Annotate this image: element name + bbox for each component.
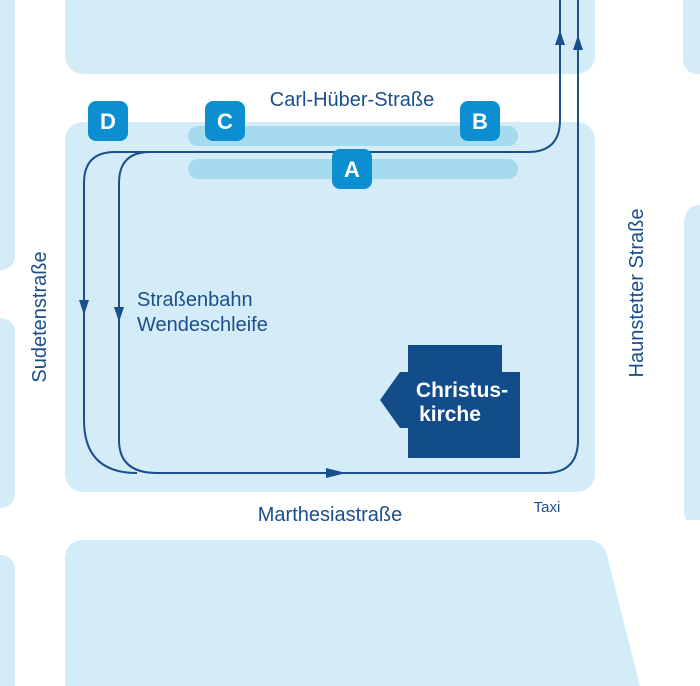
block-top-right [683,0,700,74]
stop-a-label: A [344,157,360,182]
block-left-lower [0,318,15,508]
stop-d-label: D [100,109,116,134]
stop-badge [332,149,372,189]
route-outbound-line [118,0,579,474]
stop-badge [460,101,500,141]
block-left-bottom [0,555,15,686]
church-label-line2: kirche [419,403,481,426]
tram-loop-label-line2: Wendeschleife [137,314,268,336]
tram-loop-label-line1: Straßenbahn [137,289,253,311]
street-label-haunstetter: Haunstetter Straße [626,209,648,378]
stop-b-label: B [472,109,488,134]
street-label-carl-hueber: Carl-Hüber-Straße [270,89,434,111]
arrow-right-icon [326,468,346,478]
stop-badge [88,101,128,141]
stop-badge [205,101,245,141]
block-left-upper [0,0,15,270]
arrow-down-icon [79,300,89,315]
church-label-line1: Christus- [416,379,508,402]
street-label-marthesia: Marthesiastraße [258,504,403,526]
stop-c-label: C [217,109,233,134]
arrow-down-icon [114,307,124,322]
block-right [684,205,700,520]
block-top [65,0,595,74]
arrow-up-icon [573,35,583,50]
church-building [380,345,520,458]
arrow-up-icon [555,30,565,45]
stop-c[interactable]: C [205,101,245,141]
stop-b[interactable]: B [460,101,500,141]
tram-route [83,0,579,474]
platform-upper [188,126,518,146]
church-christuskirche[interactable]: Christus- kirche [380,345,520,458]
route-inbound-line [83,0,561,474]
street-label-sudeten: Sudetenstraße [29,251,51,382]
route-arrows [79,30,583,478]
stop-a[interactable]: A [332,149,372,189]
taxi-label: Taxi [534,499,561,516]
block-bottom [65,540,640,686]
stop-d[interactable]: D [88,101,128,141]
